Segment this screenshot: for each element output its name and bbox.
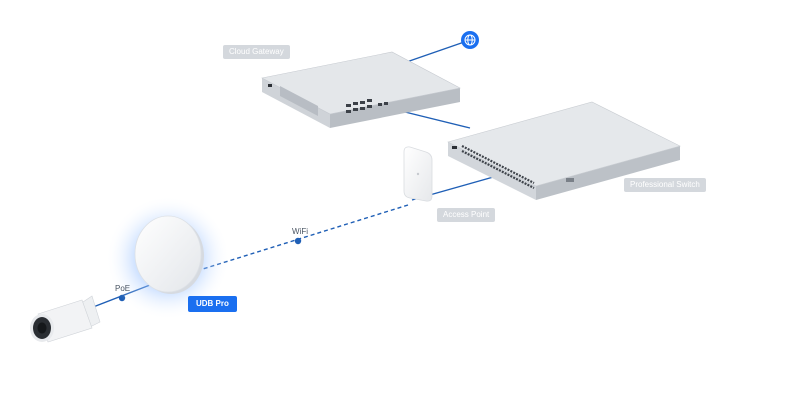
- udb-pro-device: [106, 196, 230, 320]
- wifi-link-label: WiFi: [292, 227, 308, 236]
- wifi-link-dot: [294, 237, 302, 245]
- professional-switch-label: Professional Switch: [624, 178, 706, 192]
- poe-link-label: PoE: [115, 284, 130, 293]
- cloud-gateway-device: [261, 51, 461, 128]
- access-point-device: [403, 146, 433, 202]
- switch-ports: [461, 145, 535, 189]
- access-point-label: Access Point: [437, 208, 496, 222]
- internet-globe: [461, 31, 479, 49]
- cloud-gateway-label: Cloud Gateway: [223, 45, 290, 59]
- camera-device: [30, 295, 101, 343]
- gateway-ports: [346, 99, 388, 113]
- link-gateway-switch: [404, 111, 471, 129]
- udb-pro-label: UDB Pro: [188, 296, 237, 312]
- professional-switch-device: [447, 101, 681, 200]
